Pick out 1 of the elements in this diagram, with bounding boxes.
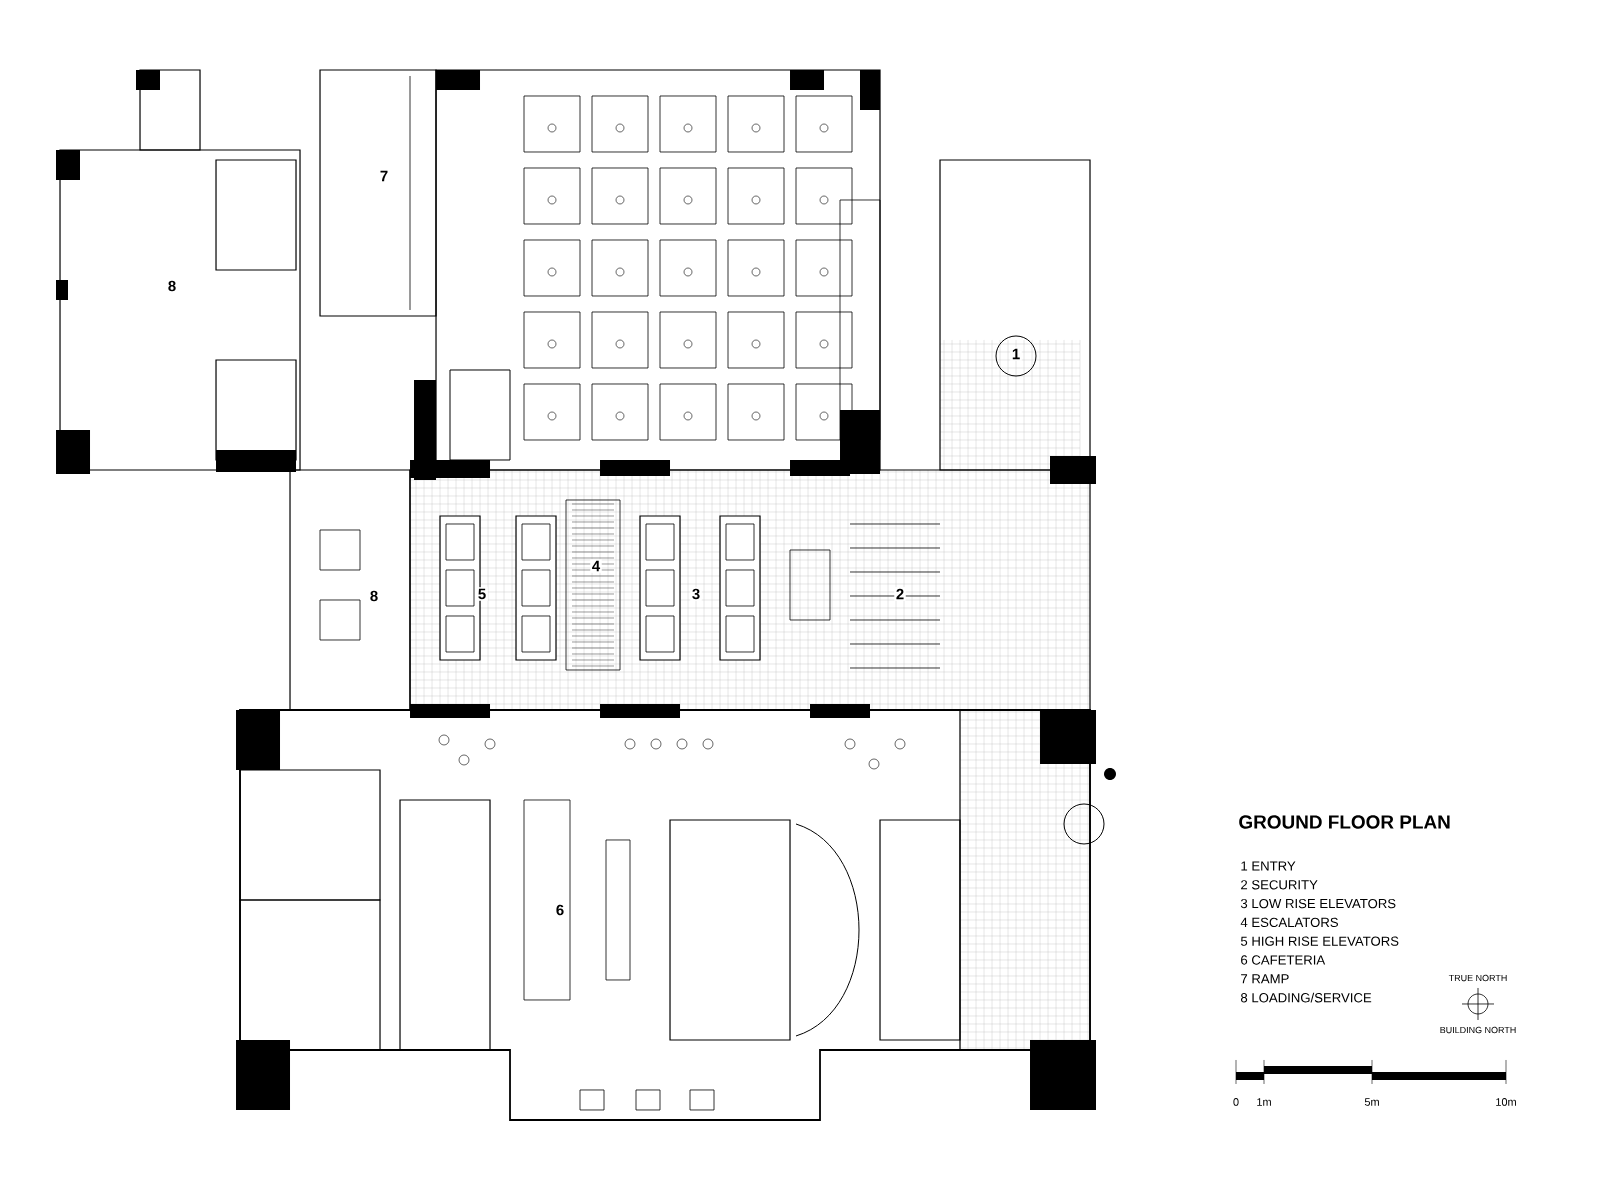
plan-title: GROUND FLOOR PLAN — [1239, 815, 1450, 829]
